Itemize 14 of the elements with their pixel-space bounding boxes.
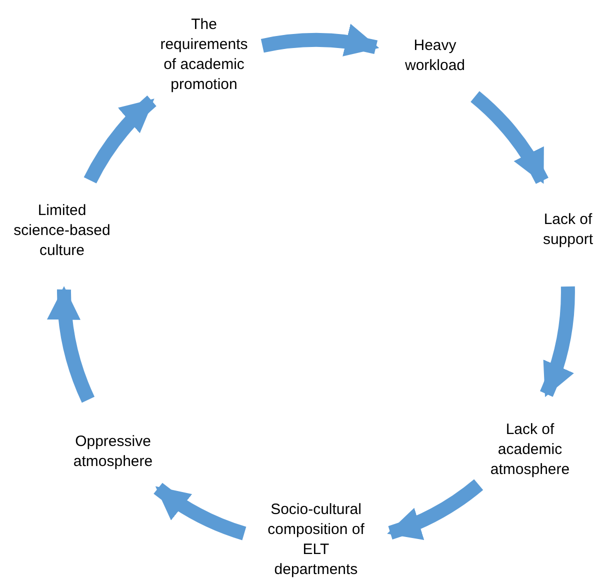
curved-arrow — [387, 479, 483, 540]
step-label: Oppressive atmosphere — [72, 432, 154, 472]
curved-arrow — [154, 482, 247, 540]
step-label: Lack of support — [542, 210, 594, 250]
curved-arrow — [470, 91, 548, 184]
step-label: Limited science-based culture — [12, 201, 112, 261]
step-label: The requirements of academic promotion — [159, 15, 249, 95]
curved-arrow — [84, 96, 157, 184]
curved-arrow — [540, 286, 575, 398]
step-label: Socio-cultural composition of ELT departments — [266, 500, 366, 580]
step-label: Heavy workload — [404, 36, 466, 76]
step-label: Lack of academic atmosphere — [489, 420, 571, 480]
curved-arrow — [261, 25, 380, 58]
curved-arrow — [48, 286, 95, 402]
